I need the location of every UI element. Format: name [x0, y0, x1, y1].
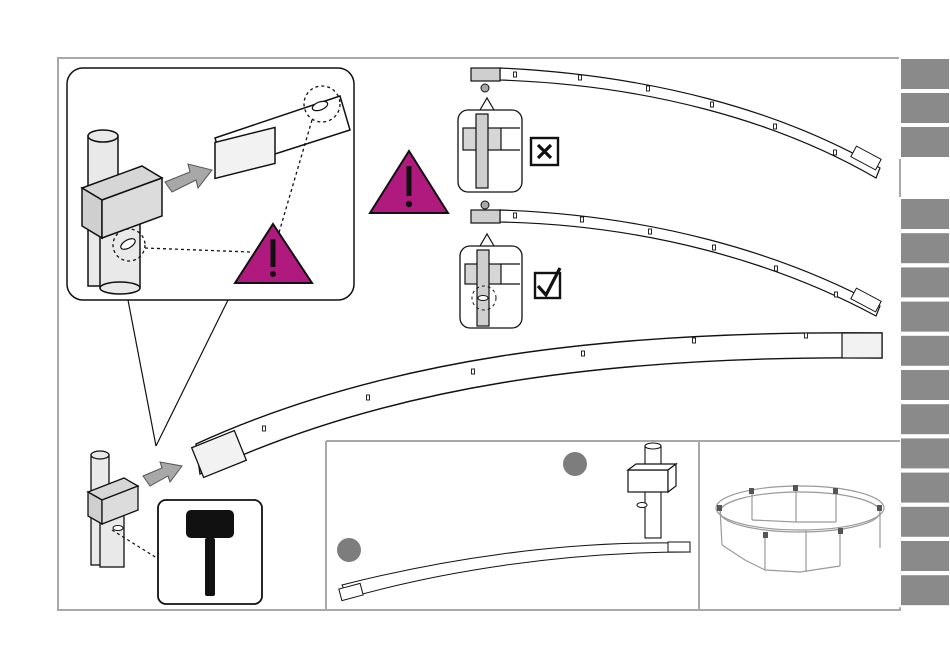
tube-hole [774, 124, 777, 129]
tube-hole [581, 217, 584, 222]
tube-hole [649, 229, 652, 234]
side-tab [900, 574, 950, 606]
step-dot-1 [563, 452, 587, 476]
trampoline-frame-preview [716, 486, 884, 572]
tube-hole [713, 245, 716, 250]
side-tab [900, 335, 950, 367]
tube-arc-right [471, 201, 881, 316]
callout-connector-right [156, 300, 228, 446]
side-tab [900, 198, 950, 230]
tube-hole [263, 426, 266, 431]
tube-hole [472, 369, 475, 374]
side-tab [900, 403, 950, 435]
side-tab [900, 540, 950, 572]
side-tab [900, 58, 950, 90]
tube-hole [711, 102, 714, 107]
side-tab [900, 232, 950, 264]
step-panel-middle [337, 443, 690, 601]
tube-hole [693, 338, 696, 343]
tube-hole [805, 333, 808, 338]
tube-hole [775, 266, 778, 271]
callout-connector-left [128, 300, 156, 446]
tube-hole [582, 351, 585, 356]
tube-hole [834, 150, 837, 155]
tube-hole [579, 75, 582, 80]
right-detail-box [460, 234, 522, 328]
side-tab [900, 126, 950, 158]
side-tab [900, 266, 950, 298]
side-tab [900, 472, 950, 504]
side-tab [900, 369, 950, 401]
side-tab [900, 92, 950, 124]
small-arc-tube [339, 542, 690, 601]
tube-hole [835, 292, 838, 297]
tube-hole [514, 72, 517, 77]
side-tab [900, 437, 950, 469]
pole-with-bracket [88, 451, 138, 567]
side-tab [900, 506, 950, 538]
check-box-icon [535, 268, 560, 298]
small-pole [628, 443, 676, 538]
warning-triangle-icon [370, 151, 448, 213]
cross-box-icon [531, 138, 558, 165]
insert-arrow [143, 462, 182, 486]
tube-hole [514, 213, 517, 218]
step-dot-2 [337, 538, 361, 562]
wrong-detail-box [458, 98, 522, 192]
main-arc-tube [192, 333, 882, 478]
tube-hole [647, 86, 650, 91]
side-tab-strip [900, 58, 950, 606]
detail-callout [67, 68, 354, 300]
side-tab [900, 301, 950, 333]
tube-hole [367, 395, 370, 400]
